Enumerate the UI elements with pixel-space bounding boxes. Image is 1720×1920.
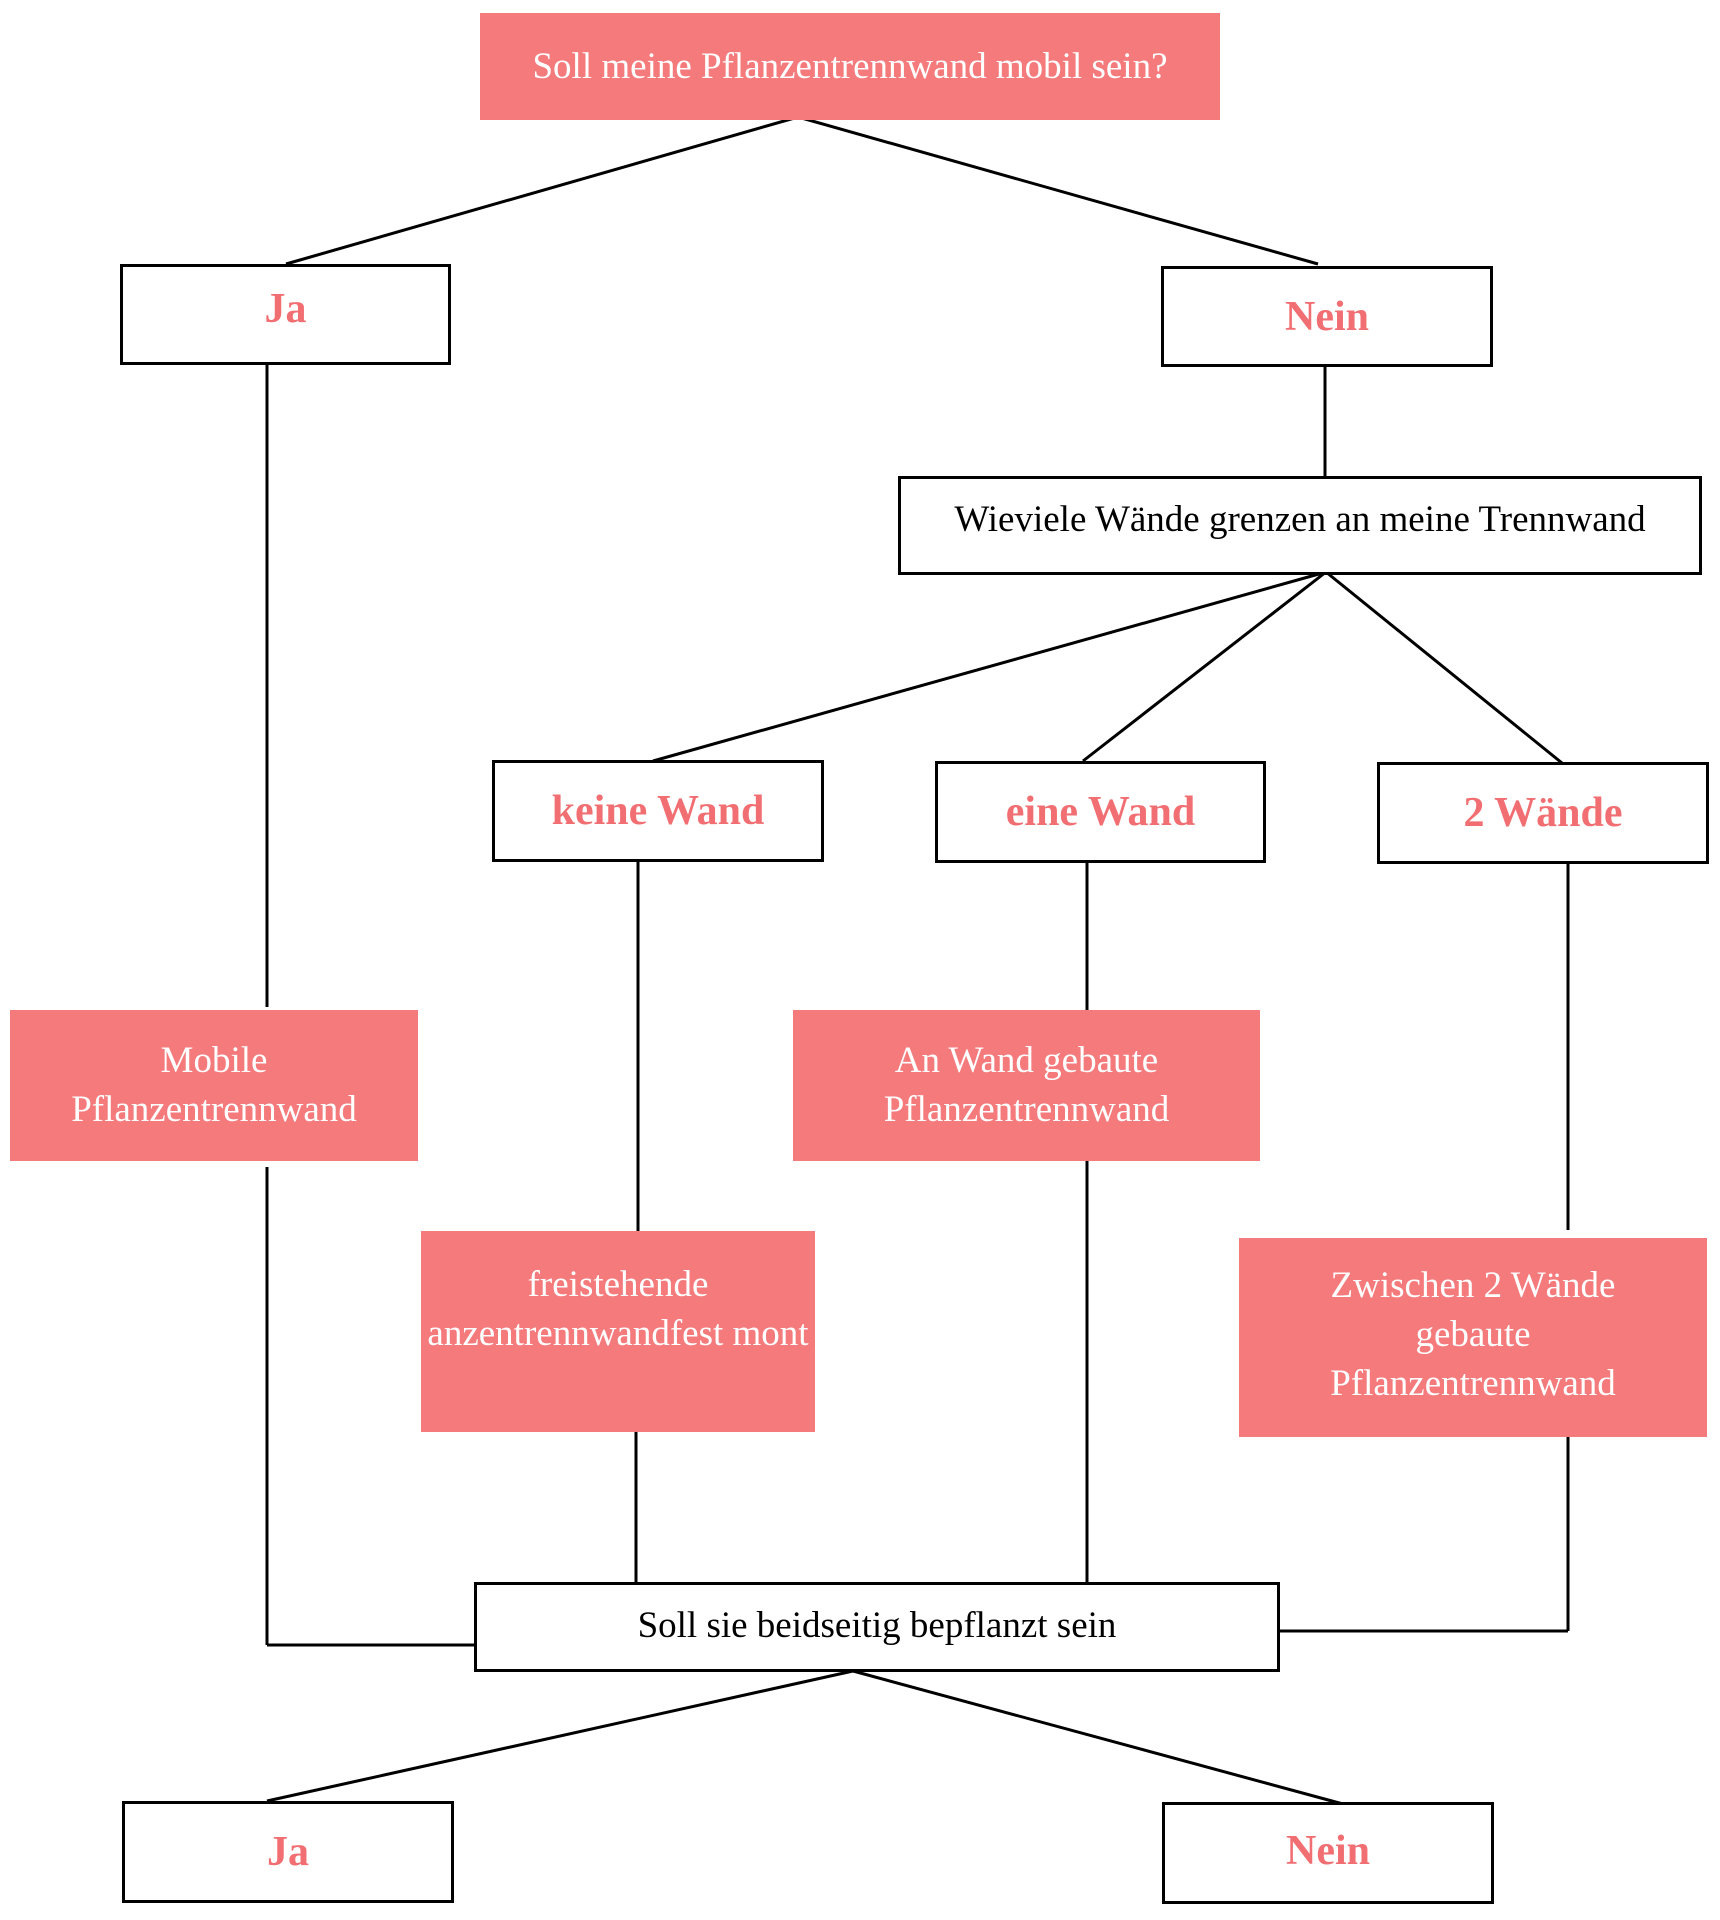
answer-ja-label: Ja	[264, 285, 307, 332]
connector-line	[852, 1669, 1344, 1806]
answer-eine-wand-box: eine Wand	[935, 761, 1266, 863]
connector-line	[797, 115, 1319, 266]
answer-nein-final-box: Nein	[1162, 1802, 1494, 1904]
answer-zwei-waende-label: 2 Wände	[1463, 790, 1623, 836]
result-freistehend-box: freistehende anzentrennwandfest mont	[421, 1231, 815, 1432]
connector-line	[1325, 570, 1563, 765]
answer-ja-final-box: Ja	[122, 1801, 454, 1903]
question-walls-box: Wieviele Wände grenzen an meine Trennwan…	[898, 476, 1702, 575]
question-walls-text: Wieviele Wände grenzen an meine Trennwan…	[954, 499, 1646, 540]
result-zwischen-text: Zwischen 2 Wände gebaute Pflanzentrennwa…	[1330, 1265, 1616, 1404]
result-an-wand-text: An Wand gebaute Pflanzentrennwand	[883, 1039, 1170, 1130]
answer-keine-wand-box: keine Wand	[492, 760, 824, 862]
answer-ja-box: Ja	[120, 264, 451, 365]
connector-line	[652, 570, 1327, 763]
question-beidseitig-text: Soll sie beidseitig bepflanzt sein	[637, 1604, 1117, 1646]
answer-eine-wand-label: eine Wand	[1005, 789, 1196, 835]
connector-line	[1082, 570, 1327, 763]
connector-line	[266, 1669, 854, 1803]
result-mobile-text: Mobile Pflanzentrennwand	[71, 1039, 357, 1130]
question-mobile-text: Soll meine Pflanzentrennwand mobil sein?	[532, 46, 1168, 87]
result-mobile-box: Mobile Pflanzentrennwand	[10, 1010, 418, 1161]
answer-nein-final-label: Nein	[1286, 1828, 1370, 1874]
answer-zwei-waende-box: 2 Wände	[1377, 762, 1709, 864]
answer-nein-box: Nein	[1161, 266, 1493, 367]
result-freistehend-text: freistehende anzentrennwandfest mont	[427, 1264, 809, 1354]
result-an-wand-box: An Wand gebaute Pflanzentrennwand	[793, 1010, 1260, 1161]
answer-keine-wand-label: keine Wand	[551, 788, 765, 834]
connector-line	[285, 115, 799, 266]
question-mobile-box: Soll meine Pflanzentrennwand mobil sein?	[480, 13, 1220, 120]
question-beidseitig-box: Soll sie beidseitig bepflanzt sein	[474, 1582, 1280, 1672]
answer-nein-label: Nein	[1285, 293, 1369, 340]
result-zwischen-box: Zwischen 2 Wände gebaute Pflanzentrennwa…	[1239, 1238, 1707, 1437]
answer-ja-final-label: Ja	[267, 1829, 309, 1875]
